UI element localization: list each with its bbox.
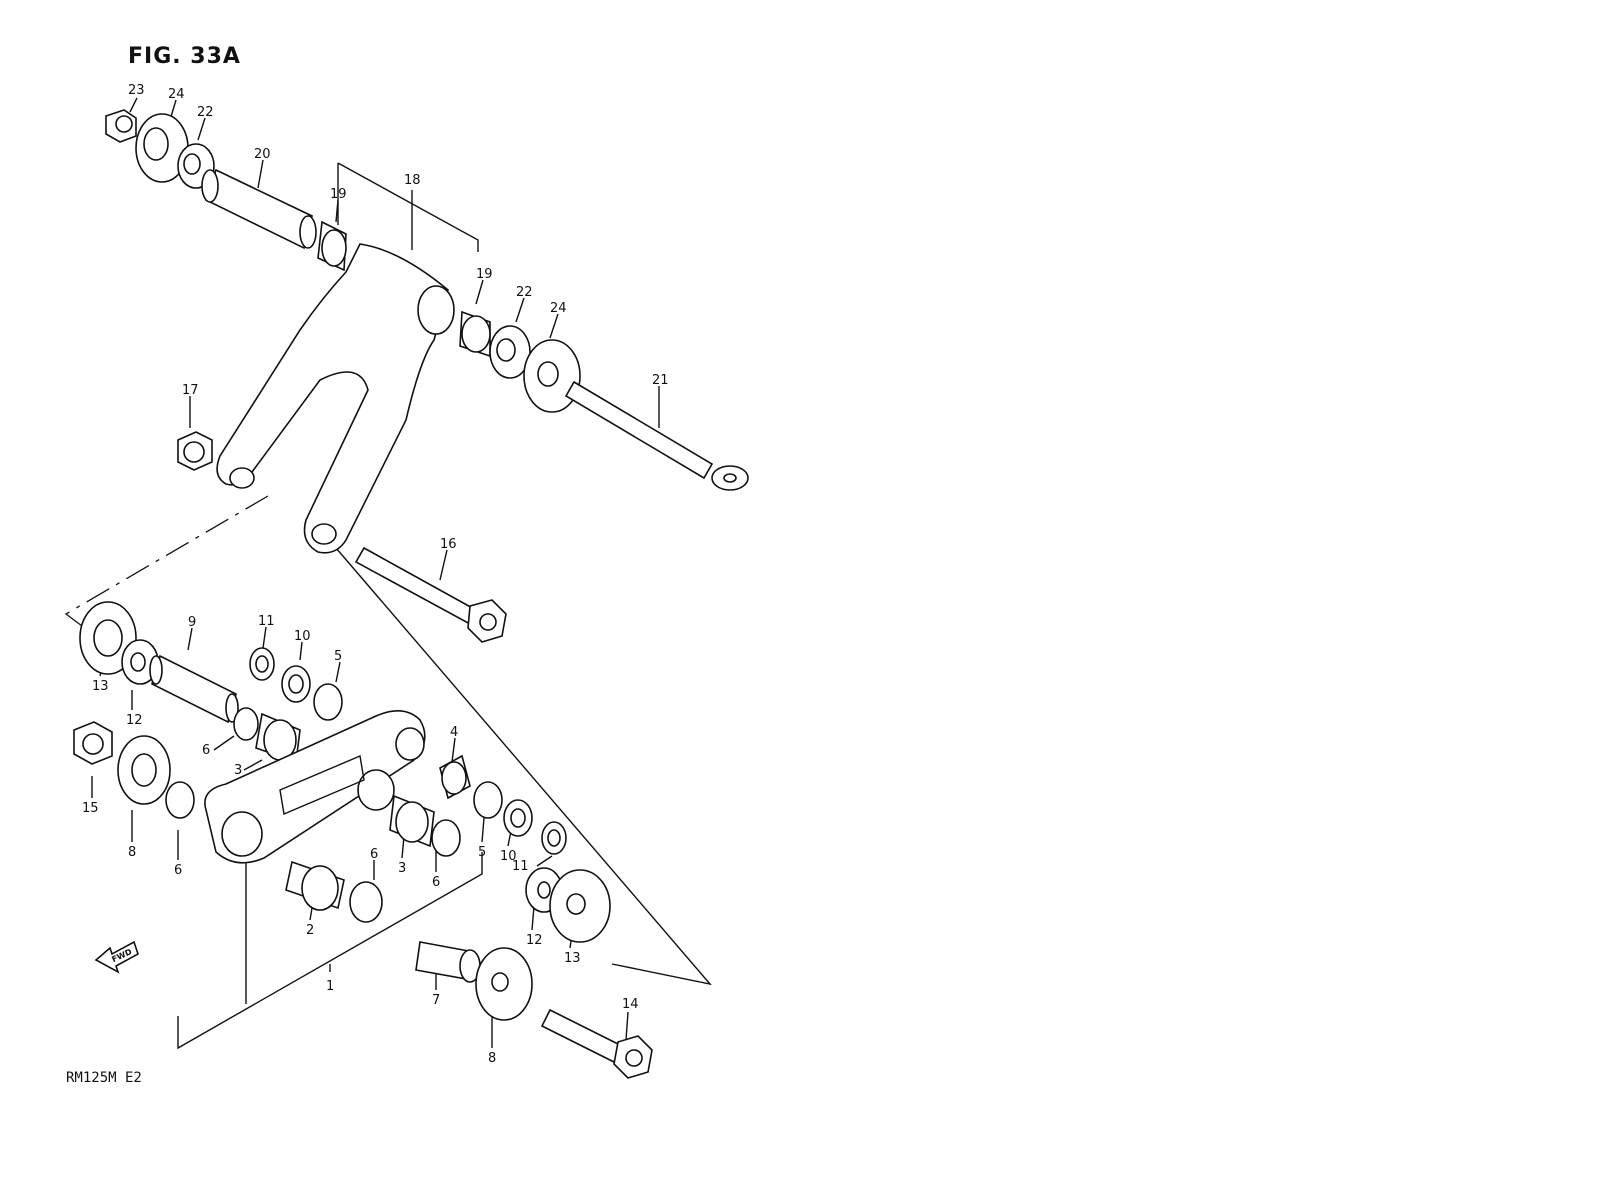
- figure-title: FIG. 33A: [128, 44, 241, 69]
- part-21-bolt: [564, 380, 749, 491]
- part-14-bolt: [540, 1008, 653, 1079]
- callout-6: 6: [202, 743, 210, 758]
- fwd-arrow-icon: FWD: [94, 940, 139, 974]
- callout-22: 22: [516, 285, 533, 300]
- callout-12: 12: [126, 713, 143, 728]
- part-6-oring-a: [233, 707, 259, 741]
- part-5-oring-lower: [473, 781, 503, 819]
- callout-6: 6: [370, 847, 378, 862]
- callout-12: 12: [526, 933, 543, 948]
- part-6-oring-c: [431, 819, 461, 857]
- part-2-bearing: [285, 860, 345, 911]
- callout-19: 19: [330, 187, 347, 202]
- part-24-washer-right: [523, 339, 581, 413]
- callout-5: 5: [478, 845, 486, 860]
- callout-1: 1: [326, 979, 334, 994]
- callout-13: 13: [92, 679, 109, 694]
- callout-18: 18: [404, 173, 421, 188]
- part-17-nut: [177, 431, 213, 471]
- part-1-cushion-rod: [204, 710, 426, 864]
- callout-21: 21: [652, 373, 669, 388]
- callout-11: 11: [512, 859, 529, 874]
- callout-5: 5: [334, 649, 342, 664]
- part-11-dust-seal: [249, 647, 275, 681]
- part-15-nut: [73, 721, 113, 765]
- callout-17: 17: [182, 383, 199, 398]
- callout-8: 8: [128, 845, 136, 860]
- part-3-bearing-b: [389, 794, 435, 848]
- part-13-washer-right: [549, 869, 611, 943]
- part-7-spacer: [415, 941, 481, 983]
- part-9-spacer: [149, 654, 239, 724]
- callout-3: 3: [398, 861, 406, 876]
- callout-4: 4: [450, 725, 458, 740]
- part-5-oring-upper: [313, 683, 343, 721]
- part-23-nut: [105, 109, 137, 143]
- callout-20: 20: [254, 147, 271, 162]
- callout-3: 3: [234, 763, 242, 778]
- part-6-oring-d: [349, 881, 383, 923]
- part-24-washer-left: [135, 113, 189, 183]
- callout-16: 16: [440, 537, 457, 552]
- callout-24: 24: [168, 87, 185, 102]
- part-19-bearing-right: [459, 310, 491, 358]
- model-code: RM125M E2: [66, 1070, 142, 1086]
- callout-11: 11: [258, 614, 275, 629]
- callout-9: 9: [188, 615, 196, 630]
- part-8-washer-right: [475, 947, 533, 1021]
- part-20-spacer: [201, 168, 317, 250]
- callout-22: 22: [197, 105, 214, 120]
- callout-10: 10: [294, 629, 311, 644]
- part-10-washer-lower: [503, 799, 533, 837]
- part-6-oring-b: [165, 781, 195, 819]
- callout-19: 19: [476, 267, 493, 282]
- part-18-cushion-lever: [216, 243, 455, 554]
- part-16-bolt: [354, 546, 507, 643]
- part-11-dust-seal-lower: [541, 821, 567, 855]
- callout-24: 24: [550, 301, 567, 316]
- callout-14: 14: [622, 997, 639, 1012]
- callout-10: 10: [500, 849, 517, 864]
- part-19-bearing-left: [317, 220, 347, 272]
- callout-6: 6: [432, 875, 440, 890]
- callout-numbers: 23 24 22 20 19 18 19 22 24 21 17 16 9 11…: [82, 83, 669, 1066]
- callout-8: 8: [488, 1051, 496, 1066]
- callout-2: 2: [306, 923, 314, 938]
- callout-15: 15: [82, 801, 99, 816]
- part-8-washer-left: [117, 735, 171, 805]
- part-3-bearing-a: [255, 712, 301, 764]
- callout-23: 23: [128, 83, 145, 98]
- callout-7: 7: [432, 993, 440, 1008]
- part-22-washer-right: [489, 325, 531, 379]
- part-10-washer: [281, 665, 311, 703]
- part-4-spacer: [439, 754, 471, 800]
- callout-13: 13: [564, 951, 581, 966]
- callout-6: 6: [174, 863, 182, 878]
